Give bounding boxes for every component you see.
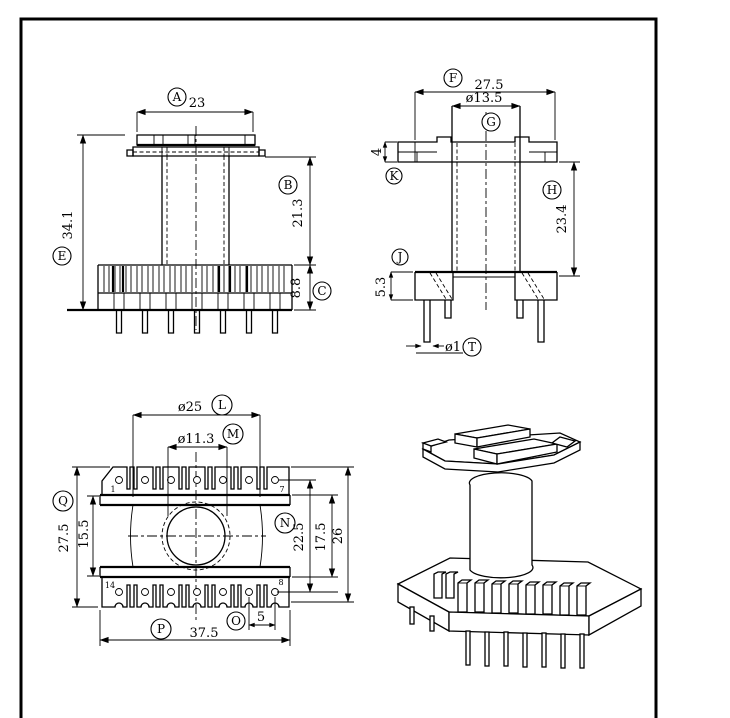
dim-value-A: 23 (189, 96, 206, 111)
iso-front-teeth (457, 579, 592, 616)
dim-value-E: 34.1 (61, 211, 76, 240)
plan-view: 1 7 14 8 L ø25 M ø11.3 Q 27.5 15.5 N (52, 394, 354, 646)
isometric-view (396, 424, 643, 669)
dim-value-N3: 26 (331, 528, 346, 545)
callout-letter-A: A (172, 90, 182, 104)
iso-base-right (588, 587, 642, 637)
iso-left-pin (409, 606, 415, 625)
front-pins (115, 310, 279, 334)
dim-value-G: ø13.5 (466, 91, 503, 106)
plan-pin-holes (115, 476, 279, 596)
pin-label-7: 7 (279, 485, 284, 494)
iso-clip-tab-right (550, 436, 577, 448)
callout-J (391, 248, 409, 266)
dim-value-P: 37.5 (190, 626, 219, 641)
plan-top-comb (101, 466, 290, 495)
iso-front-pins (465, 630, 585, 669)
dim-value-Q: 27.5 (57, 524, 72, 553)
dim-value-O: 5 (257, 610, 265, 625)
callout-N (274, 512, 296, 534)
dim-value-T: ø1 (445, 340, 461, 355)
callout-F (443, 68, 463, 88)
callout-K (385, 167, 403, 185)
dim-value-M: ø11.3 (178, 432, 215, 447)
callout-O (226, 611, 246, 631)
callout-G (481, 112, 501, 132)
iso-clip-tab-left (420, 438, 449, 453)
dim-value-B: 21.3 (291, 199, 306, 228)
callout-B (278, 175, 298, 195)
front-view: A 23 E 34.1 B 21.3 C 8.8 (52, 87, 332, 334)
dim-value-C: 8.8 (289, 278, 304, 299)
side-tube (451, 106, 521, 272)
callout-letter-H: H (547, 183, 557, 197)
callout-letter-G: G (486, 115, 496, 129)
front-comb-teeth (103, 266, 285, 292)
side-top-flange (397, 136, 558, 163)
callout-T (462, 337, 482, 357)
dim-value-inner-height: 15.5 (77, 520, 92, 549)
dim-value-N2: 17.5 (314, 523, 329, 552)
front-base (97, 264, 293, 310)
sheet-border (19, 17, 658, 718)
dim-value-J: 5.3 (374, 277, 389, 298)
callout-letter-P: P (157, 622, 165, 636)
callout-H (542, 180, 562, 200)
pin-label-8: 8 (278, 578, 283, 587)
callout-letter-J: J (396, 250, 403, 264)
callout-letter-T: T (468, 340, 476, 354)
callout-A (167, 87, 187, 107)
plan-flange-bands (100, 493, 290, 579)
iso-left-pin (429, 615, 435, 632)
callout-letter-B: B (284, 178, 293, 192)
dim-value-K: 4 (370, 148, 385, 156)
callout-letter-K: K (390, 169, 400, 183)
plan-bottom-comb (101, 577, 290, 608)
callout-letter-N: N (280, 516, 291, 530)
callout-letter-M: M (227, 427, 239, 441)
pin-label-1: 1 (110, 485, 115, 494)
front-tube (161, 156, 230, 265)
iso-flange-rails (454, 424, 558, 465)
callout-letter-E: E (58, 249, 67, 263)
callout-M (222, 423, 244, 445)
callout-letter-F: F (449, 71, 457, 85)
dim-value-L: ø25 (178, 400, 202, 415)
callout-letter-L: L (218, 398, 226, 412)
pin-label-14: 14 (105, 581, 115, 590)
callout-letter-C: C (317, 284, 326, 298)
callout-Q (52, 490, 74, 512)
dim-value-H: 23.4 (555, 205, 570, 234)
callout-P (150, 618, 172, 640)
side-view: F 27.5 G ø13.5 K 4 H 23.4 J 5.3 T ø1 (370, 68, 580, 357)
callout-E (52, 246, 72, 266)
callout-C (312, 281, 332, 301)
callout-letter-Q: Q (58, 494, 68, 508)
side-pins (423, 300, 545, 343)
iso-top-flange-edge (422, 440, 581, 473)
iso-left-teeth (433, 571, 459, 599)
dim-value-F: 27.5 (475, 78, 504, 93)
callout-L (211, 394, 233, 416)
callout-letter-O: O (231, 614, 241, 628)
dim-value-N1: 22.5 (292, 523, 307, 552)
iso-cylinder (468, 472, 534, 579)
